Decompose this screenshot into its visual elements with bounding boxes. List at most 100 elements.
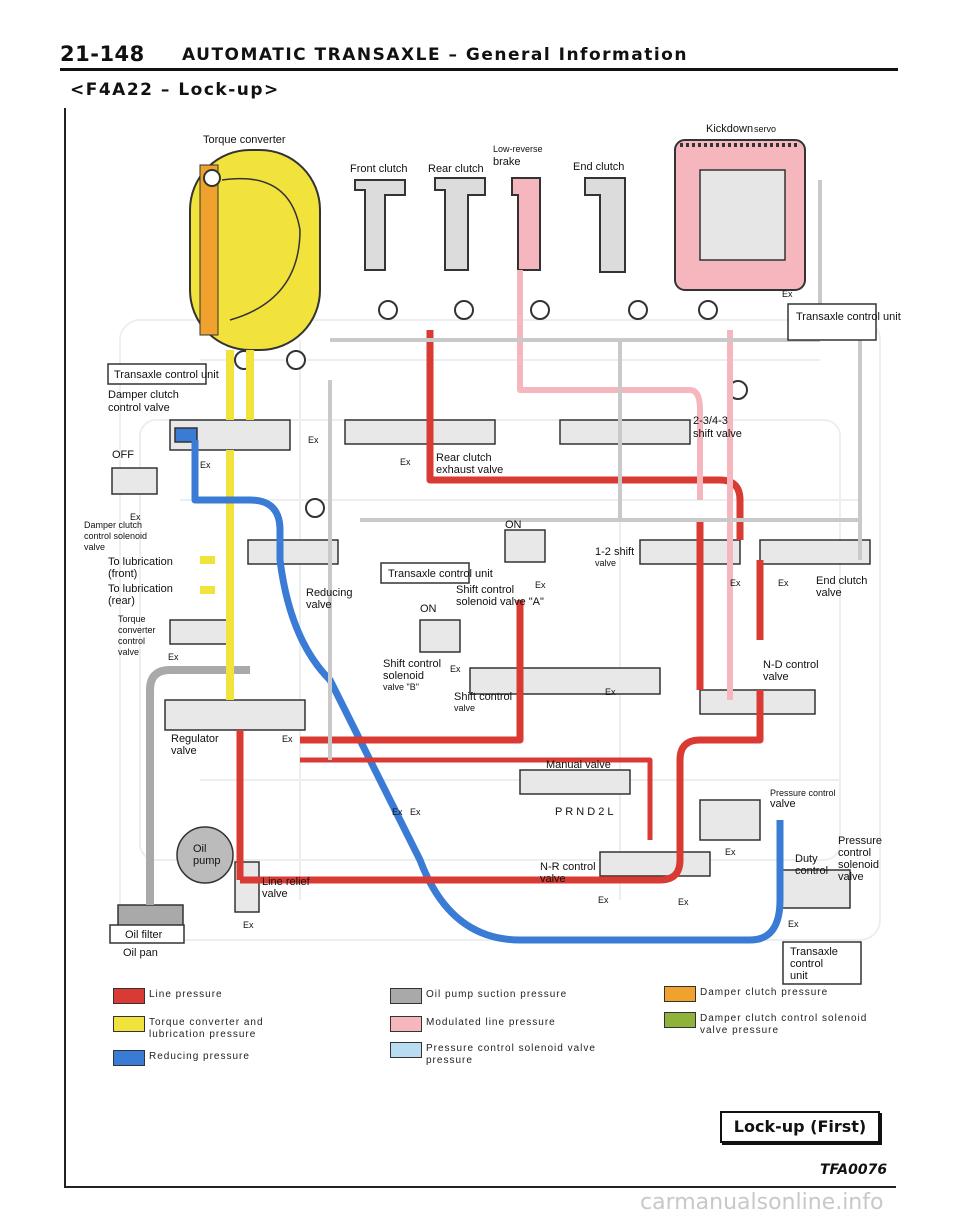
page-header: 21-148 AUTOMATIC TRANSAXLE – General Inf… (60, 42, 898, 71)
legend-item-torque: Torque converter and lubrication pressur… (113, 1016, 343, 1044)
diagram-label: Ex (308, 435, 319, 445)
diagram-label: 1-2 shift (595, 546, 634, 558)
diagram-label: valve (262, 888, 288, 900)
shift-control-valve (469, 667, 661, 695)
front-clutch (354, 179, 406, 271)
legend-item-oil-suction: Oil pump suction pressure (390, 988, 620, 1004)
diagram-label: Ex (200, 460, 211, 470)
diagram-label: Ex (450, 664, 461, 674)
diagram-label: Transaxle control unit (796, 311, 901, 323)
torque-converter-label: Torque converter (203, 134, 286, 146)
page-number: 21-148 (60, 42, 145, 66)
gray-lines (328, 180, 862, 760)
diagram-label: (front) (108, 568, 137, 580)
diagram-label: 2-3/4-3 (693, 415, 728, 427)
diagram-label: Ex (778, 578, 789, 588)
rear-clutch-label: Rear clutch (428, 163, 484, 175)
diagram-label: solenoid valve "A" (456, 596, 544, 608)
low-reverse-brake (511, 177, 541, 271)
shift-valve-243 (559, 419, 691, 445)
diagram-label: Regulator (171, 733, 219, 745)
oil-filter-box: Oil filter (109, 924, 185, 944)
solenoid-a (504, 529, 546, 563)
diagram-label: valve (540, 873, 566, 885)
oil-pump (176, 826, 234, 884)
fluid-lines (146, 180, 862, 944)
mode-label: Lock-up (First) (720, 1111, 880, 1143)
diagram-label: Rear clutch (436, 452, 492, 464)
legend-item-reducing: Reducing pressure (113, 1050, 343, 1066)
legend-swatch-torque (113, 1016, 145, 1032)
diagram-label: Oil pan (123, 947, 158, 959)
diagram-label: End clutch (816, 575, 867, 587)
tcu-left-box: Transaxle control unit (107, 363, 219, 385)
rear-clutch-exhaust-valve (344, 419, 496, 445)
end-clutch-valve (759, 539, 871, 565)
diagram-label: converter (118, 625, 156, 635)
legend-swatch-damper (664, 986, 696, 1002)
diagram-label: Duty (795, 853, 818, 865)
exhaust-markers: Ex Ex Ex Ex Ex Ex Ex Ex Ex Ex Ex Ex Ex E… (130, 289, 799, 930)
lockup-icon (203, 169, 221, 187)
diagram-label: valve (595, 558, 616, 568)
diagram-label: control (790, 958, 823, 970)
torque-converter-control-valve (169, 619, 231, 645)
page-subtitle: <F4A22 – Lock-up> (70, 80, 280, 100)
diagram-label: Ex (725, 847, 736, 857)
diagram-label: N-D control (763, 659, 819, 671)
diagram-label: solenoid (838, 859, 879, 871)
diagram-label: Shift control (454, 691, 512, 703)
watermark: carmanualsonline.info (640, 1190, 884, 1215)
end-clutch (584, 177, 626, 273)
diagram-label: valve (763, 671, 789, 683)
diagram-label: exhaust valve (436, 464, 503, 476)
legend-swatch-reducing (113, 1050, 145, 1066)
shift-valve-12 (639, 539, 741, 565)
diagram-label: solenoid (383, 670, 424, 682)
diagram-label: Pressure control (770, 788, 836, 798)
diagram-label: Line relief (262, 876, 311, 888)
left-rule (64, 108, 66, 1188)
diagram-label: To lubrication (108, 556, 173, 568)
end-clutch-label: End clutch (573, 161, 624, 173)
diagram-label: valve (454, 703, 475, 713)
reducing-line (191, 440, 784, 944)
brake-label: brake (493, 156, 521, 168)
legend-item-damper: Damper clutch pressure (664, 986, 894, 1002)
servo-label: servo (754, 124, 776, 134)
diagram-label: N-R control (540, 861, 596, 873)
line-pressure-main (236, 330, 764, 884)
diagram-label: valve (306, 599, 332, 611)
diagram-label: Ex (535, 580, 546, 590)
oil-suction-line (146, 666, 250, 905)
diagram-label: Damper clutch (108, 389, 179, 401)
diagram-label: Shift control (383, 658, 441, 670)
bottom-rule (64, 1186, 896, 1188)
legend-swatch-oil-suction (390, 988, 422, 1004)
figure-code: TFA0076 (820, 1162, 888, 1178)
legend-swatch-modulated (390, 1016, 422, 1032)
kickdown-label: Kickdown (706, 123, 753, 135)
legend-item-pressure-solenoid: Pressure control solenoid valve pressure (390, 1042, 620, 1070)
modulated-line (517, 270, 733, 700)
diagram-label: Damper clutch (84, 520, 142, 530)
tcu-right-box: Transaxle control unit (787, 303, 901, 341)
damper-clutch-solenoid (111, 467, 158, 495)
nr-control-valve (599, 851, 711, 877)
kickdown-servo (674, 139, 806, 291)
diagram-label: Transaxle control unit (388, 568, 493, 580)
reducing-valve (247, 539, 339, 565)
oil-filter (117, 904, 184, 928)
pressure-control-valve (699, 799, 761, 841)
diagram-label: Ex (168, 652, 179, 662)
regulator-valve (164, 699, 306, 731)
gauges (234, 300, 748, 518)
diagram-label: ON (505, 519, 522, 531)
line-pressure-branch (300, 477, 653, 840)
clutch-housings (354, 177, 626, 273)
page-title: AUTOMATIC TRANSAXLE – General Informatio… (182, 45, 688, 65)
torque-converter (189, 149, 321, 351)
diagram-label: Pressure (838, 835, 882, 847)
legend-swatch-pressure-solenoid (390, 1042, 422, 1058)
